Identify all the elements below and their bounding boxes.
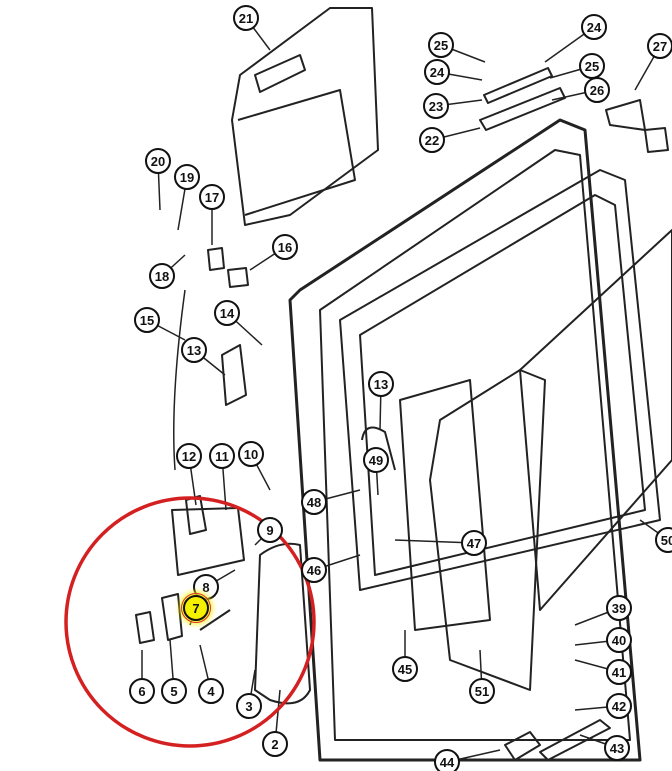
callout-16: 16 xyxy=(272,234,298,260)
callout-5: 5 xyxy=(161,678,187,704)
callout-6: 6 xyxy=(129,678,155,704)
callout-18: 18 xyxy=(149,263,175,289)
callout-45: 45 xyxy=(392,656,418,682)
callout-17: 17 xyxy=(199,184,225,210)
callout-11: 11 xyxy=(209,443,235,469)
callout-50: 50 xyxy=(655,527,672,553)
callout-14: 14 xyxy=(214,300,240,326)
callout-47: 47 xyxy=(461,530,487,556)
callout-51: 51 xyxy=(469,678,495,704)
callout-40: 40 xyxy=(606,627,632,653)
callout-2: 2 xyxy=(262,731,288,757)
seal-part xyxy=(254,542,311,705)
callout-46: 46 xyxy=(301,557,327,583)
callout-42: 42 xyxy=(606,693,632,719)
callout-4: 4 xyxy=(198,678,224,704)
door-panel-part xyxy=(231,7,379,226)
callout-19: 19 xyxy=(174,164,200,190)
callout-20: 20 xyxy=(145,148,171,174)
callout-43: 43 xyxy=(604,735,630,761)
callout-24: 24 xyxy=(424,59,450,85)
callout-49: 49 xyxy=(363,447,389,473)
callout-27: 27 xyxy=(647,33,672,59)
callout-24: 24 xyxy=(581,14,607,40)
callout-9: 9 xyxy=(257,517,283,543)
callout-44: 44 xyxy=(434,749,460,771)
callout-26: 26 xyxy=(584,77,610,103)
callout-25: 25 xyxy=(579,53,605,79)
callout-23: 23 xyxy=(423,93,449,119)
glass-panel-part xyxy=(429,369,546,691)
gas-strut-part xyxy=(483,67,553,104)
callout-13: 13 xyxy=(181,337,207,363)
callout-21: 21 xyxy=(233,5,259,31)
callout-3: 3 xyxy=(236,693,262,719)
latch-plate-part xyxy=(171,507,245,576)
callout-13: 13 xyxy=(368,371,394,397)
callout-41: 41 xyxy=(606,659,632,685)
callout-48: 48 xyxy=(301,489,327,515)
highlight-circle-annotation xyxy=(64,496,316,748)
callout-7: 7 xyxy=(181,593,211,623)
door-frame-part xyxy=(288,118,642,762)
leader-arrow xyxy=(394,539,475,544)
callout-15: 15 xyxy=(134,307,160,333)
callout-22: 22 xyxy=(419,127,445,153)
callout-25: 25 xyxy=(428,32,454,58)
callout-10: 10 xyxy=(238,441,264,467)
callout-12: 12 xyxy=(176,443,202,469)
callout-39: 39 xyxy=(606,595,632,621)
